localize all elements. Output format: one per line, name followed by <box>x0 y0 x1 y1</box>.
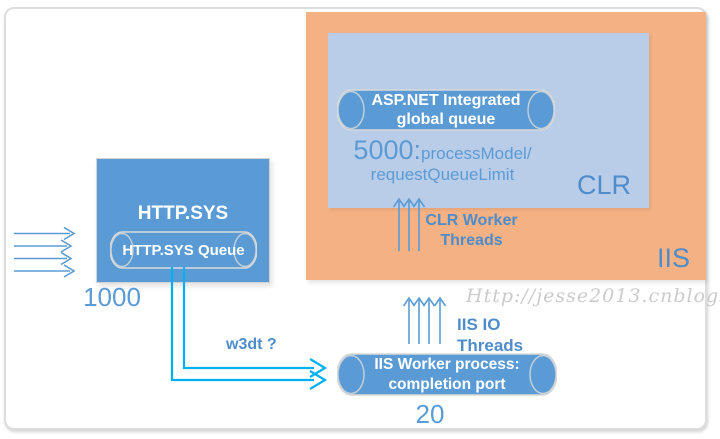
iis-worker-process-cylinder: IIS Worker process: completion port <box>337 353 557 396</box>
iis-io-threads-label: IIS IO Threads <box>457 315 524 356</box>
inbound-requests-arrows-icon <box>14 227 76 278</box>
aspnet-global-queue-cylinder: ASP.NET Integrated global queue <box>337 89 555 131</box>
clr-worker-threads-label: CLR Worker Threads <box>425 212 518 249</box>
httpsys-queue-cylinder: HTTP.SYS Queue <box>110 231 257 269</box>
httpsys-queue-limit-value: 1000 <box>83 282 141 312</box>
cylinder-shape-icon <box>337 89 555 131</box>
iis-label: IIS <box>656 243 690 273</box>
request-queue-limit-setting1: processModel/ <box>421 144 532 163</box>
completion-port-limit-value: 20 <box>415 399 445 429</box>
watermark-url: Http://jesse2013.cnblogs.com <box>466 285 720 307</box>
cylinder-shape-icon <box>110 231 257 269</box>
httpsys-queue-label: HTTP.SYS Queue <box>122 241 245 259</box>
iis-worker-process-label: IIS Worker process: completion port <box>374 356 520 393</box>
w3dt-flow-arrow-icon <box>170 267 328 390</box>
clr-worker-threads-arrows-icon <box>392 197 426 251</box>
clr-label: CLR <box>576 170 631 200</box>
request-queue-limit-setting2: requestQueueLimit <box>370 164 515 184</box>
cylinder-shape-icon <box>337 353 557 396</box>
httpsys-box: HTTP.SYS HTTP.SYS Queue <box>96 158 270 283</box>
iis-io-threads-arrows-icon <box>403 296 447 344</box>
aspnet-global-queue-label: ASP.NET Integrated global queue <box>371 91 521 128</box>
request-queue-limit-value: 5000: <box>353 135 421 165</box>
request-queue-limit-text: 5000:processModel/ requestQueueLimit <box>345 135 540 184</box>
w3dt-label: w3dt ? <box>226 336 277 353</box>
httpsys-title: HTTP.SYS <box>137 203 229 224</box>
